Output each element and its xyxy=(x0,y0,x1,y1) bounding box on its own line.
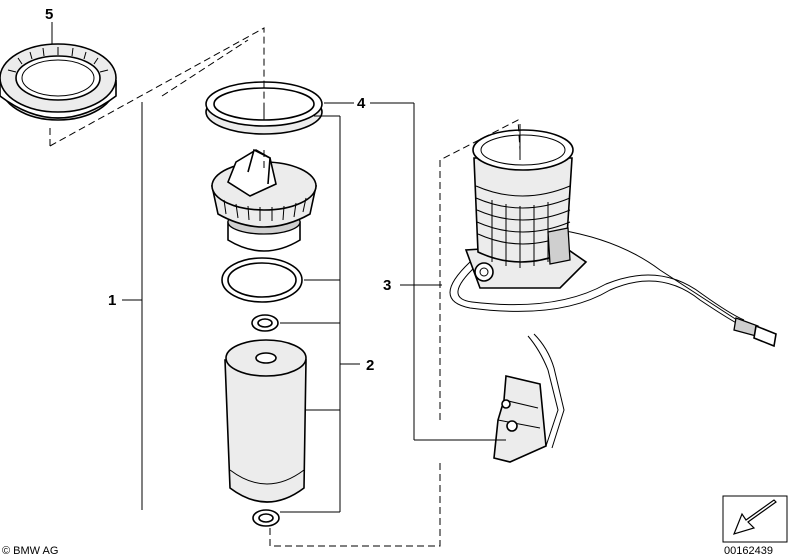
leader-lines xyxy=(51,22,521,513)
arrow-direction-icon xyxy=(722,495,788,543)
part-filter-o-ring[interactable] xyxy=(221,257,303,303)
part-small-washer-upper[interactable] xyxy=(251,314,279,332)
callout-3: 3 xyxy=(383,277,391,294)
assembly-lines xyxy=(49,27,521,547)
part-3-fuel-pump-assembly[interactable] xyxy=(449,129,777,348)
part-filter-cartridge[interactable] xyxy=(224,339,307,503)
diagram-number: 00162439 xyxy=(724,545,773,557)
part-small-washer-lower[interactable] xyxy=(252,509,280,527)
callout-4: 4 xyxy=(357,95,366,112)
part-5-sealing-ring[interactable] xyxy=(0,43,117,121)
callout-1: 1 xyxy=(108,292,116,309)
copyright-notice: © BMW AG xyxy=(2,545,58,557)
callout-5: 5 xyxy=(45,6,53,23)
part-level-sensor-bracket[interactable] xyxy=(493,333,565,463)
callout-2: 2 xyxy=(366,357,374,374)
